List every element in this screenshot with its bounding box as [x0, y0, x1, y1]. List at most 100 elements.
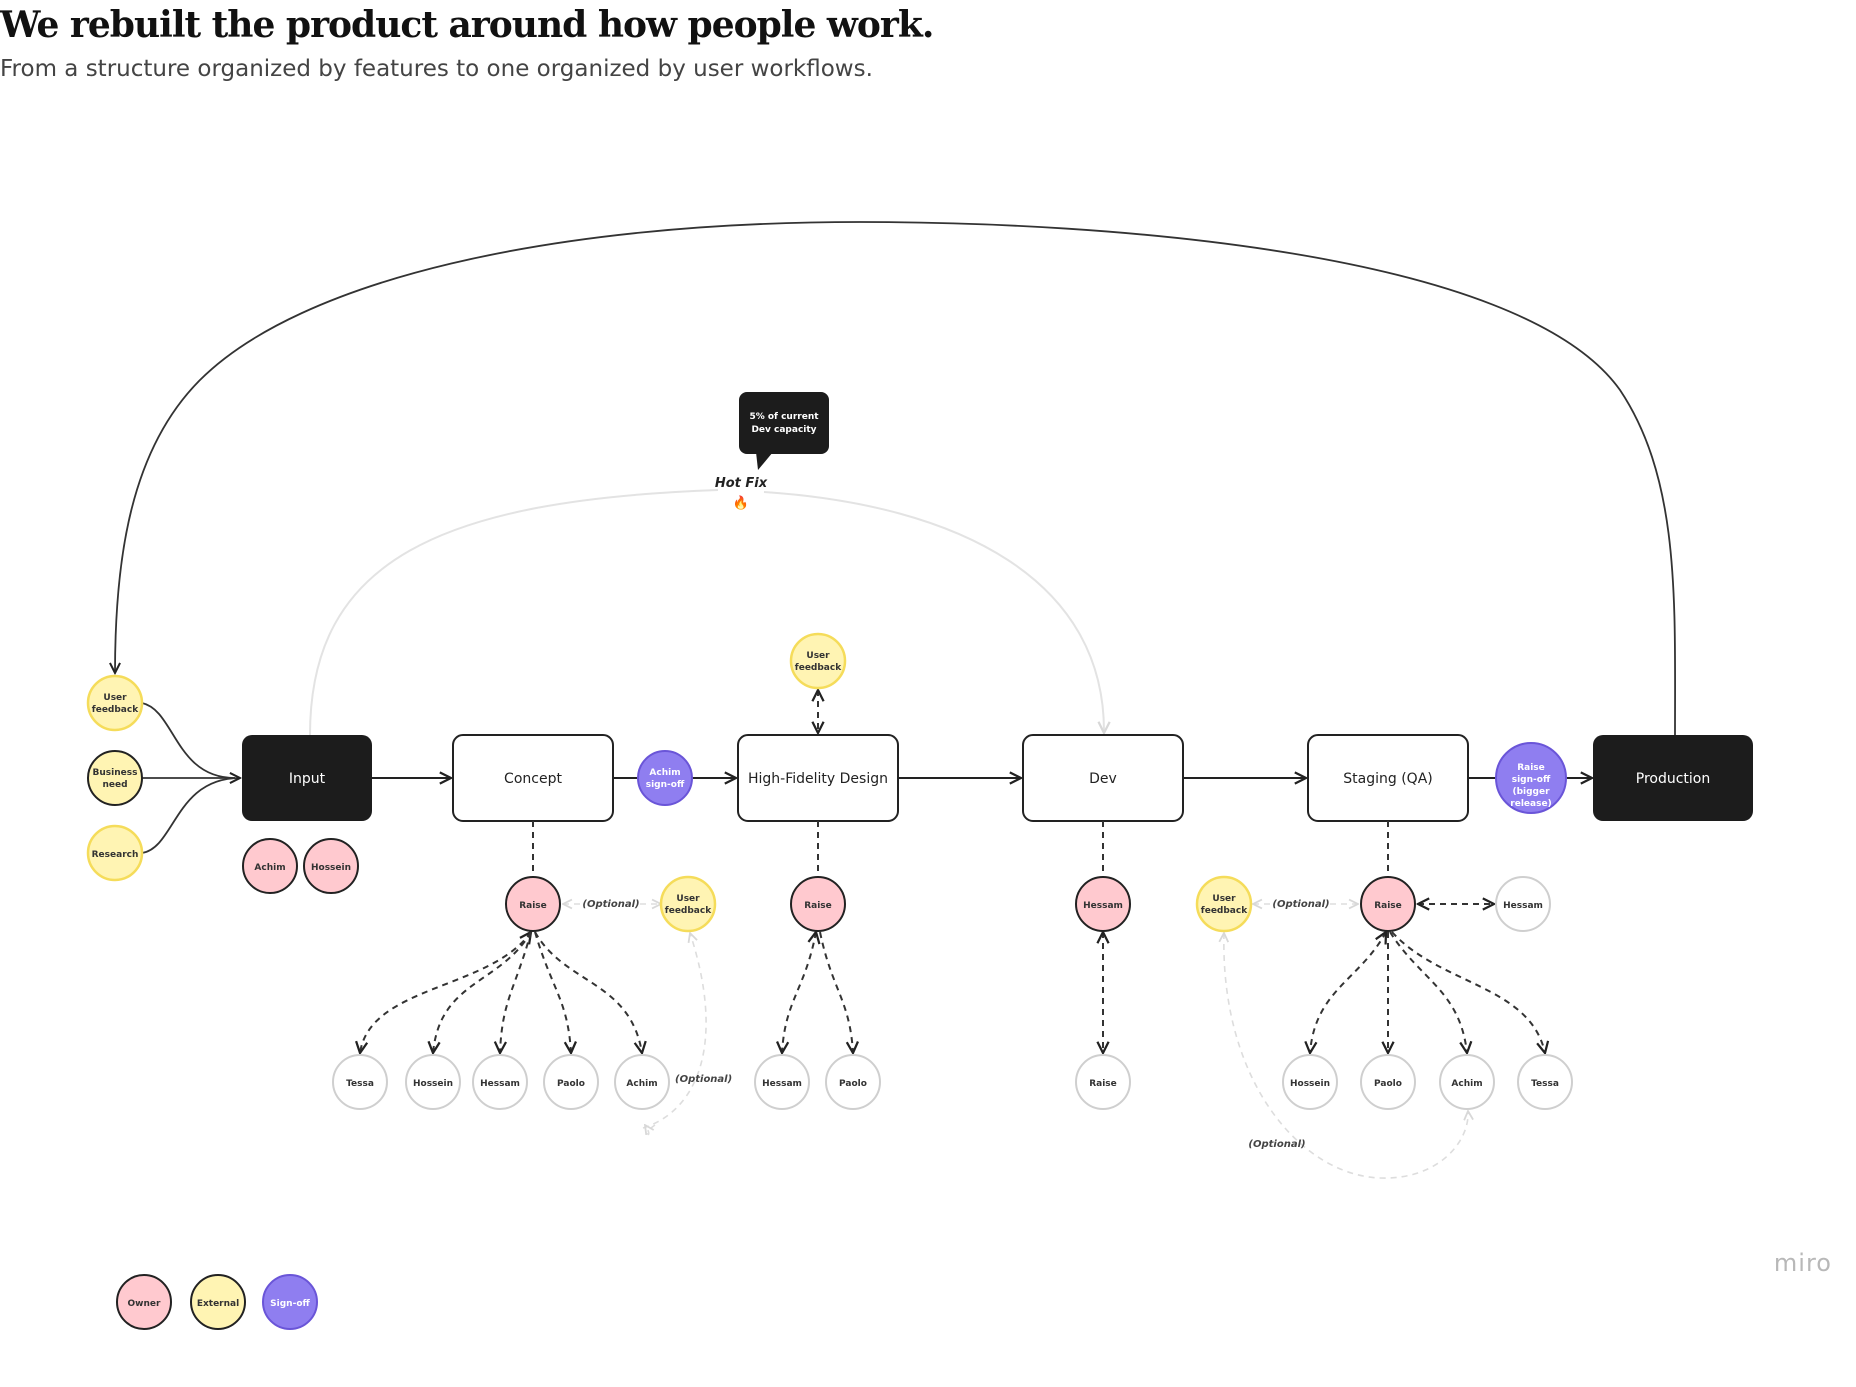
hotfix-label: Hot Fix	[715, 476, 768, 491]
staging-person-label: Paolo	[1374, 1079, 1402, 1089]
hotfix-edge	[309, 489, 719, 736]
input-user-feedback-l2: feedback	[92, 705, 139, 715]
hifi-owner-label: Raise	[804, 901, 832, 911]
legend-signoff: Sign-off	[262, 1274, 318, 1330]
input-business-need-l1: Business	[93, 768, 138, 778]
concept-feedback-l1: User	[676, 894, 700, 904]
edge-staging-hossein	[1310, 932, 1386, 1053]
stage-hifi: High-Fidelity Design	[737, 734, 899, 822]
stage-dev-label: Dev	[1089, 771, 1117, 787]
input-research-label: Research	[92, 850, 139, 860]
edge-research-input	[141, 778, 240, 854]
concept-person-hossein: Hossein	[405, 1054, 461, 1110]
edge-concept-feedback-loop	[642, 933, 707, 1129]
edge-concept-hossein	[433, 931, 532, 1053]
achim-signoff: Achim sign-off	[637, 750, 693, 806]
hifi-person-label: Hessam	[762, 1079, 802, 1089]
callout-line-2: Dev capacity	[751, 425, 816, 435]
edge-concept-achim	[534, 931, 642, 1053]
concept-person-label: Hossein	[413, 1079, 453, 1089]
hifi-person-hessam: Hessam	[754, 1054, 810, 1110]
concept-person-label: Achim	[626, 1079, 657, 1089]
legend-owner: Owner	[116, 1274, 172, 1330]
hifi-user-feedback: User feedback	[789, 632, 847, 690]
legend: Owner External Sign-off	[116, 1274, 318, 1330]
miro-logo: miro	[1773, 1249, 1832, 1277]
input-business-need-l2: need	[102, 780, 127, 790]
achim-signoff-l2: sign-off	[646, 780, 685, 790]
edge-hifi-hessam	[782, 932, 816, 1053]
stage-input: Input	[242, 735, 372, 821]
page-title: We rebuilt the product around how people…	[0, 4, 934, 46]
legend-external-label: External	[197, 1299, 239, 1309]
staging-feedback-l1: User	[1212, 894, 1236, 904]
edge-concept-loop-achim	[645, 1125, 656, 1136]
owner-achim: Achim	[242, 838, 298, 894]
hotfix-edge-right	[763, 491, 1104, 733]
edge-concept-paolo	[534, 931, 571, 1053]
edge-concept-tessa	[360, 932, 531, 1053]
staging-loop-label: (Optional)	[1248, 1139, 1305, 1150]
owner-hossein-label: Hossein	[311, 863, 351, 873]
edge-hifi-paolo	[819, 931, 853, 1053]
concept-user-feedback: User feedback	[659, 875, 717, 933]
staging-person-label: Tessa	[1531, 1079, 1559, 1089]
dev-person-raise: Raise	[1075, 1054, 1131, 1110]
input-business-need: Business need	[87, 750, 143, 806]
hifi-user-feedback-l1: User	[806, 651, 830, 661]
page-subtitle: From a structure organized by features t…	[0, 56, 873, 82]
stage-staging: Staging (QA)	[1307, 734, 1469, 822]
staging-owner-label: Raise	[1374, 901, 1402, 911]
hifi-person-paolo: Paolo	[825, 1054, 881, 1110]
legend-owner-label: Owner	[128, 1299, 161, 1309]
edge-staging-achim	[1389, 931, 1467, 1053]
edge-staging-tessa	[1391, 931, 1545, 1053]
owner-hossein: Hossein	[303, 838, 359, 894]
hifi-person-label: Paolo	[839, 1079, 867, 1089]
raise-signoff-l2: sign-off	[1512, 775, 1551, 785]
concept-person-label: Hessam	[480, 1079, 520, 1089]
staging-owner-raise: Raise	[1360, 876, 1416, 932]
raise-signoff-l4: release)	[1510, 799, 1551, 809]
stage-dev: Dev	[1022, 734, 1184, 822]
concept-person-tessa: Tessa	[332, 1054, 388, 1110]
staging-person-label: Hossein	[1290, 1079, 1330, 1089]
achim-signoff-l1: Achim	[649, 768, 680, 778]
concept-optional-label: (Optional)	[582, 899, 639, 910]
concept-person-achim: Achim	[614, 1054, 670, 1110]
stage-staging-label: Staging (QA)	[1343, 771, 1432, 787]
raise-signoff-l1: Raise	[1517, 763, 1545, 773]
staging-person-achim: Achim	[1439, 1054, 1495, 1110]
concept-person-hessam: Hessam	[472, 1054, 528, 1110]
stage-production-label: Production	[1636, 771, 1710, 787]
input-user-feedback-l1: User	[103, 693, 127, 703]
staging-feedback-l2: feedback	[1201, 906, 1248, 916]
stage-concept: Concept	[452, 734, 614, 822]
hotfix-callout: 5% of current Dev capacity	[739, 392, 829, 470]
staging-person-label: Achim	[1451, 1079, 1482, 1089]
staging-person-paolo: Paolo	[1360, 1054, 1416, 1110]
input-research: Research	[86, 824, 144, 882]
staging-optional-label: (Optional)	[1272, 899, 1329, 910]
legend-signoff-label: Sign-off	[270, 1299, 310, 1309]
legend-external: External	[190, 1274, 246, 1330]
hifi-owner-raise: Raise	[790, 876, 846, 932]
raise-signoff: Raise sign-off (bigger release)	[1495, 742, 1567, 814]
staging-external-hessam: Hessam	[1495, 876, 1551, 932]
concept-person-label: Paolo	[557, 1079, 585, 1089]
staging-person-tessa: Tessa	[1517, 1054, 1573, 1110]
concept-loop-label: (Optional)	[675, 1074, 732, 1085]
stage-production: Production	[1593, 735, 1753, 821]
raise-signoff-l3: (bigger	[1512, 787, 1550, 797]
stage-hifi-label: High-Fidelity Design	[748, 771, 888, 787]
owner-achim-label: Achim	[254, 863, 285, 873]
stage-input-label: Input	[289, 771, 326, 787]
edge-concept-hessam	[500, 931, 532, 1053]
concept-person-paolo: Paolo	[543, 1054, 599, 1110]
staging-user-feedback: User feedback	[1195, 875, 1253, 933]
concept-owner-label: Raise	[519, 901, 547, 911]
staging-person-hossein: Hossein	[1282, 1054, 1338, 1110]
concept-owner-raise: Raise	[505, 876, 561, 932]
stage-concept-label: Concept	[504, 771, 562, 787]
